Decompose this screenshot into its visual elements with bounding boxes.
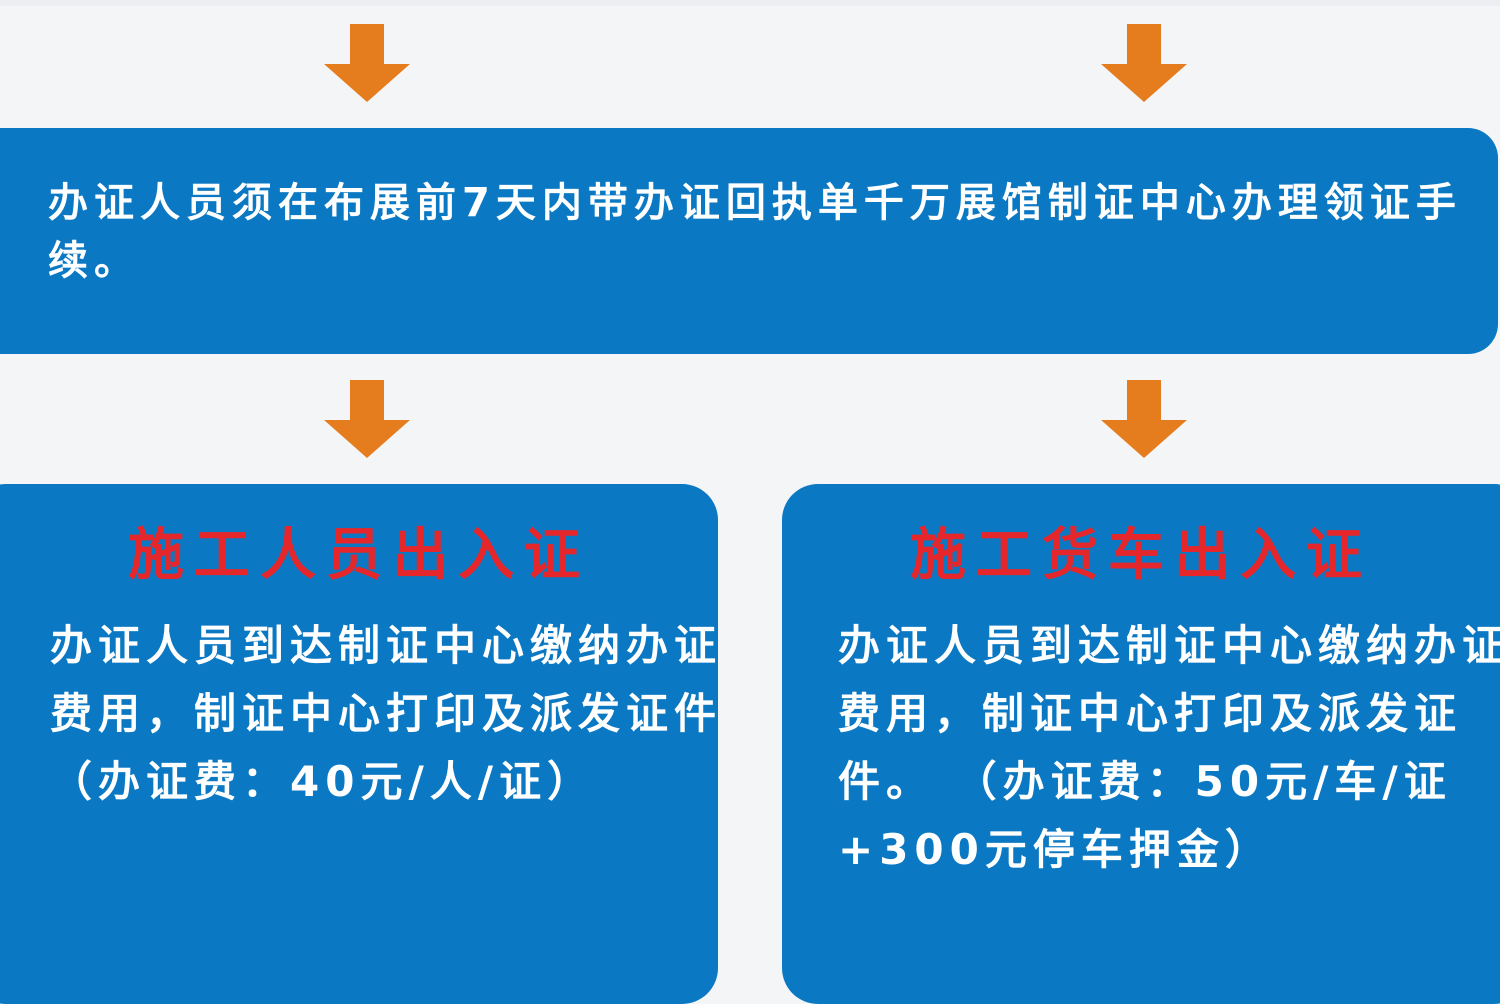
arrow-down-icon [324,24,410,102]
truck-pass-fee: （办证费：50元/车/证+300元停车押金） [838,757,1452,874]
arrow-down-icon [1101,24,1187,102]
worker-pass-title: 施工人员出入证 [128,523,590,588]
top-box-edge [0,0,1500,6]
truck-pass-description-text: 办证人员到达制证中心缴纳办证费用，制证中心打印及派发证件。 [838,621,1500,806]
truck-pass-panel: 施工货车出入证 办证人员到达制证中心缴纳办证费用，制证中心打印及派发证件。 （办… [782,484,1500,1004]
procedure-box: 办证人员须在布展前7天内带办证回执单千万展馆制证中心办理领证手续。 [0,128,1498,354]
worker-pass-description: 办证人员到达制证中心缴纳办证费用，制证中心打印及派发证件 （办证费：40元/人/… [50,612,730,816]
truck-pass-description: 办证人员到达制证中心缴纳办证费用，制证中心打印及派发证件。 （办证费：50元/车… [838,612,1500,884]
truck-pass-title: 施工货车出入证 [910,523,1372,588]
worker-pass-description-text: 办证人员到达制证中心缴纳办证费用，制证中心打印及派发证件 [50,621,723,738]
worker-pass-panel: 施工人员出入证 办证人员到达制证中心缴纳办证费用，制证中心打印及派发证件 （办证… [0,484,718,1004]
arrow-down-icon [1101,380,1187,458]
arrow-down-icon [324,380,410,458]
procedure-text: 办证人员须在布展前7天内带办证回执单千万展馆制证中心办理领证手续。 [48,180,1462,284]
worker-pass-fee: （办证费：40元/人/证） [50,757,596,806]
